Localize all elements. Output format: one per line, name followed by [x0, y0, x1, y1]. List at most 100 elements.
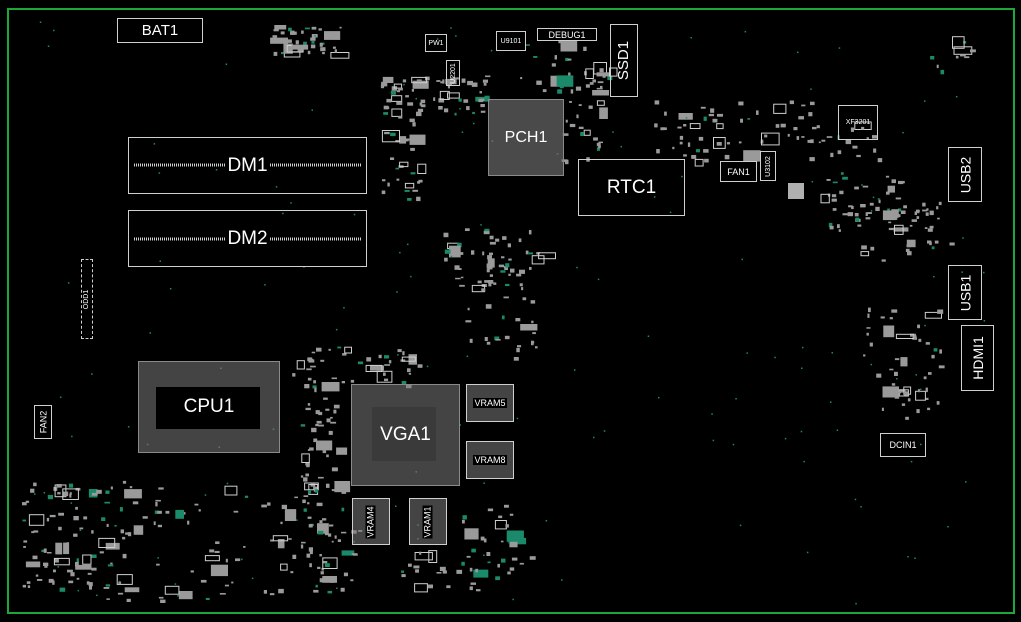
pad — [397, 349, 402, 353]
pad — [54, 558, 59, 563]
pad — [866, 332, 869, 336]
pad — [370, 365, 384, 371]
pad — [96, 489, 102, 494]
dcin1-label: DCIN1 — [889, 440, 917, 450]
pad — [300, 475, 304, 478]
pad — [842, 213, 848, 216]
pad — [341, 550, 355, 556]
dcin1-connector: DCIN1 — [880, 433, 926, 457]
pad — [407, 368, 411, 373]
via — [861, 184, 863, 186]
pad — [291, 44, 309, 50]
pad — [244, 495, 249, 498]
vram8-chip: VRAM8 — [466, 441, 514, 479]
pad — [915, 390, 926, 401]
pad — [414, 552, 433, 561]
pad — [796, 136, 800, 140]
pad — [497, 563, 500, 568]
via — [314, 35, 316, 37]
pad — [828, 222, 833, 227]
via — [612, 131, 614, 133]
pad — [829, 225, 834, 230]
pad — [531, 255, 545, 265]
pad — [200, 579, 207, 583]
pad — [35, 574, 39, 577]
via — [647, 335, 650, 337]
pad — [925, 342, 930, 345]
via — [461, 131, 464, 133]
pad — [386, 98, 392, 103]
via — [983, 271, 985, 274]
pad — [869, 342, 873, 347]
pad — [926, 208, 929, 211]
pad — [316, 347, 322, 352]
pw1-label: PW1 — [428, 39, 444, 47]
via — [924, 100, 926, 102]
pad — [53, 569, 56, 573]
pad — [580, 132, 584, 136]
usb1-connector: USB1 — [948, 265, 982, 320]
pad — [210, 564, 228, 577]
via — [336, 587, 338, 589]
pad — [840, 172, 844, 175]
pad — [589, 82, 594, 85]
pad — [215, 541, 220, 544]
pad — [495, 339, 501, 341]
pad — [156, 563, 160, 566]
pad — [925, 387, 928, 393]
pad — [583, 46, 587, 51]
pad — [509, 567, 515, 571]
pad — [888, 221, 892, 224]
pad — [318, 411, 323, 416]
pad — [411, 89, 414, 92]
pad — [331, 467, 338, 472]
u3102-label: U3102 — [764, 155, 772, 177]
pad — [930, 56, 935, 60]
pad — [793, 127, 798, 131]
cpu1-die — [156, 387, 260, 429]
pad — [866, 327, 871, 329]
pad — [327, 33, 332, 38]
pad — [318, 476, 324, 479]
pad — [330, 52, 350, 59]
pad — [412, 80, 429, 89]
pad — [695, 149, 700, 153]
pad — [439, 90, 450, 101]
via — [43, 492, 46, 494]
rtc1-battery: RTC1 — [578, 159, 685, 216]
pad — [53, 557, 70, 566]
pad — [929, 225, 934, 229]
pad — [554, 55, 557, 60]
u2201-component: U2201 — [446, 60, 460, 86]
pad — [489, 274, 493, 277]
pad — [43, 548, 47, 553]
pad — [280, 521, 283, 525]
pad — [301, 453, 310, 463]
pad — [107, 564, 114, 567]
pad — [487, 258, 495, 268]
pad — [409, 134, 426, 145]
pad — [427, 584, 433, 589]
pad — [391, 95, 403, 102]
via — [57, 566, 59, 568]
pad — [487, 255, 492, 260]
pad — [447, 84, 450, 89]
pad — [416, 111, 422, 117]
pad — [312, 385, 317, 389]
via — [593, 436, 595, 439]
pad — [952, 36, 965, 49]
pad — [466, 555, 471, 558]
pad — [929, 210, 934, 216]
pad — [444, 249, 451, 254]
via — [870, 363, 872, 366]
pad — [860, 251, 870, 257]
pad — [155, 502, 158, 507]
pad — [472, 111, 475, 115]
pad — [479, 98, 485, 101]
pad — [882, 386, 899, 398]
via — [961, 271, 963, 273]
pad — [808, 112, 813, 117]
pad — [272, 35, 278, 38]
pad — [382, 76, 394, 83]
pad — [300, 544, 304, 549]
